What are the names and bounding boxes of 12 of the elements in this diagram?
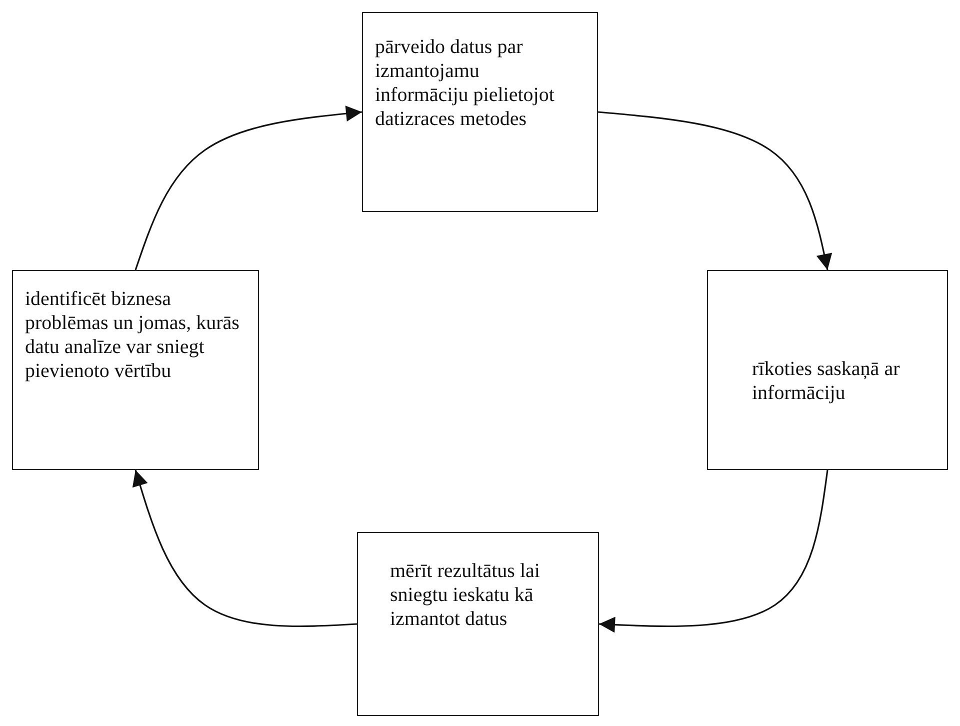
curved-arrow — [598, 111, 832, 270]
process-box — [362, 12, 598, 212]
curved-arrow — [134, 106, 362, 270]
process-box — [12, 270, 259, 470]
step-text: identificēt biznesa problēmas un jomas, kurās datu analīze var sniegt pievienoto vērtību — [25, 287, 240, 383]
process-box — [707, 270, 948, 470]
step-text: rīkoties saskaņā ar informāciju — [752, 357, 901, 405]
curved-arrow — [598, 470, 828, 633]
curved-arrow — [132, 470, 358, 628]
step-text: mērīt rezultātus lai sniegtu ieskatu kā izmantot datus — [390, 559, 541, 631]
process-box — [357, 532, 599, 716]
step-text: pārveido datus par izmantojamu informāciju pielietojot datizraces metodes — [375, 35, 556, 131]
